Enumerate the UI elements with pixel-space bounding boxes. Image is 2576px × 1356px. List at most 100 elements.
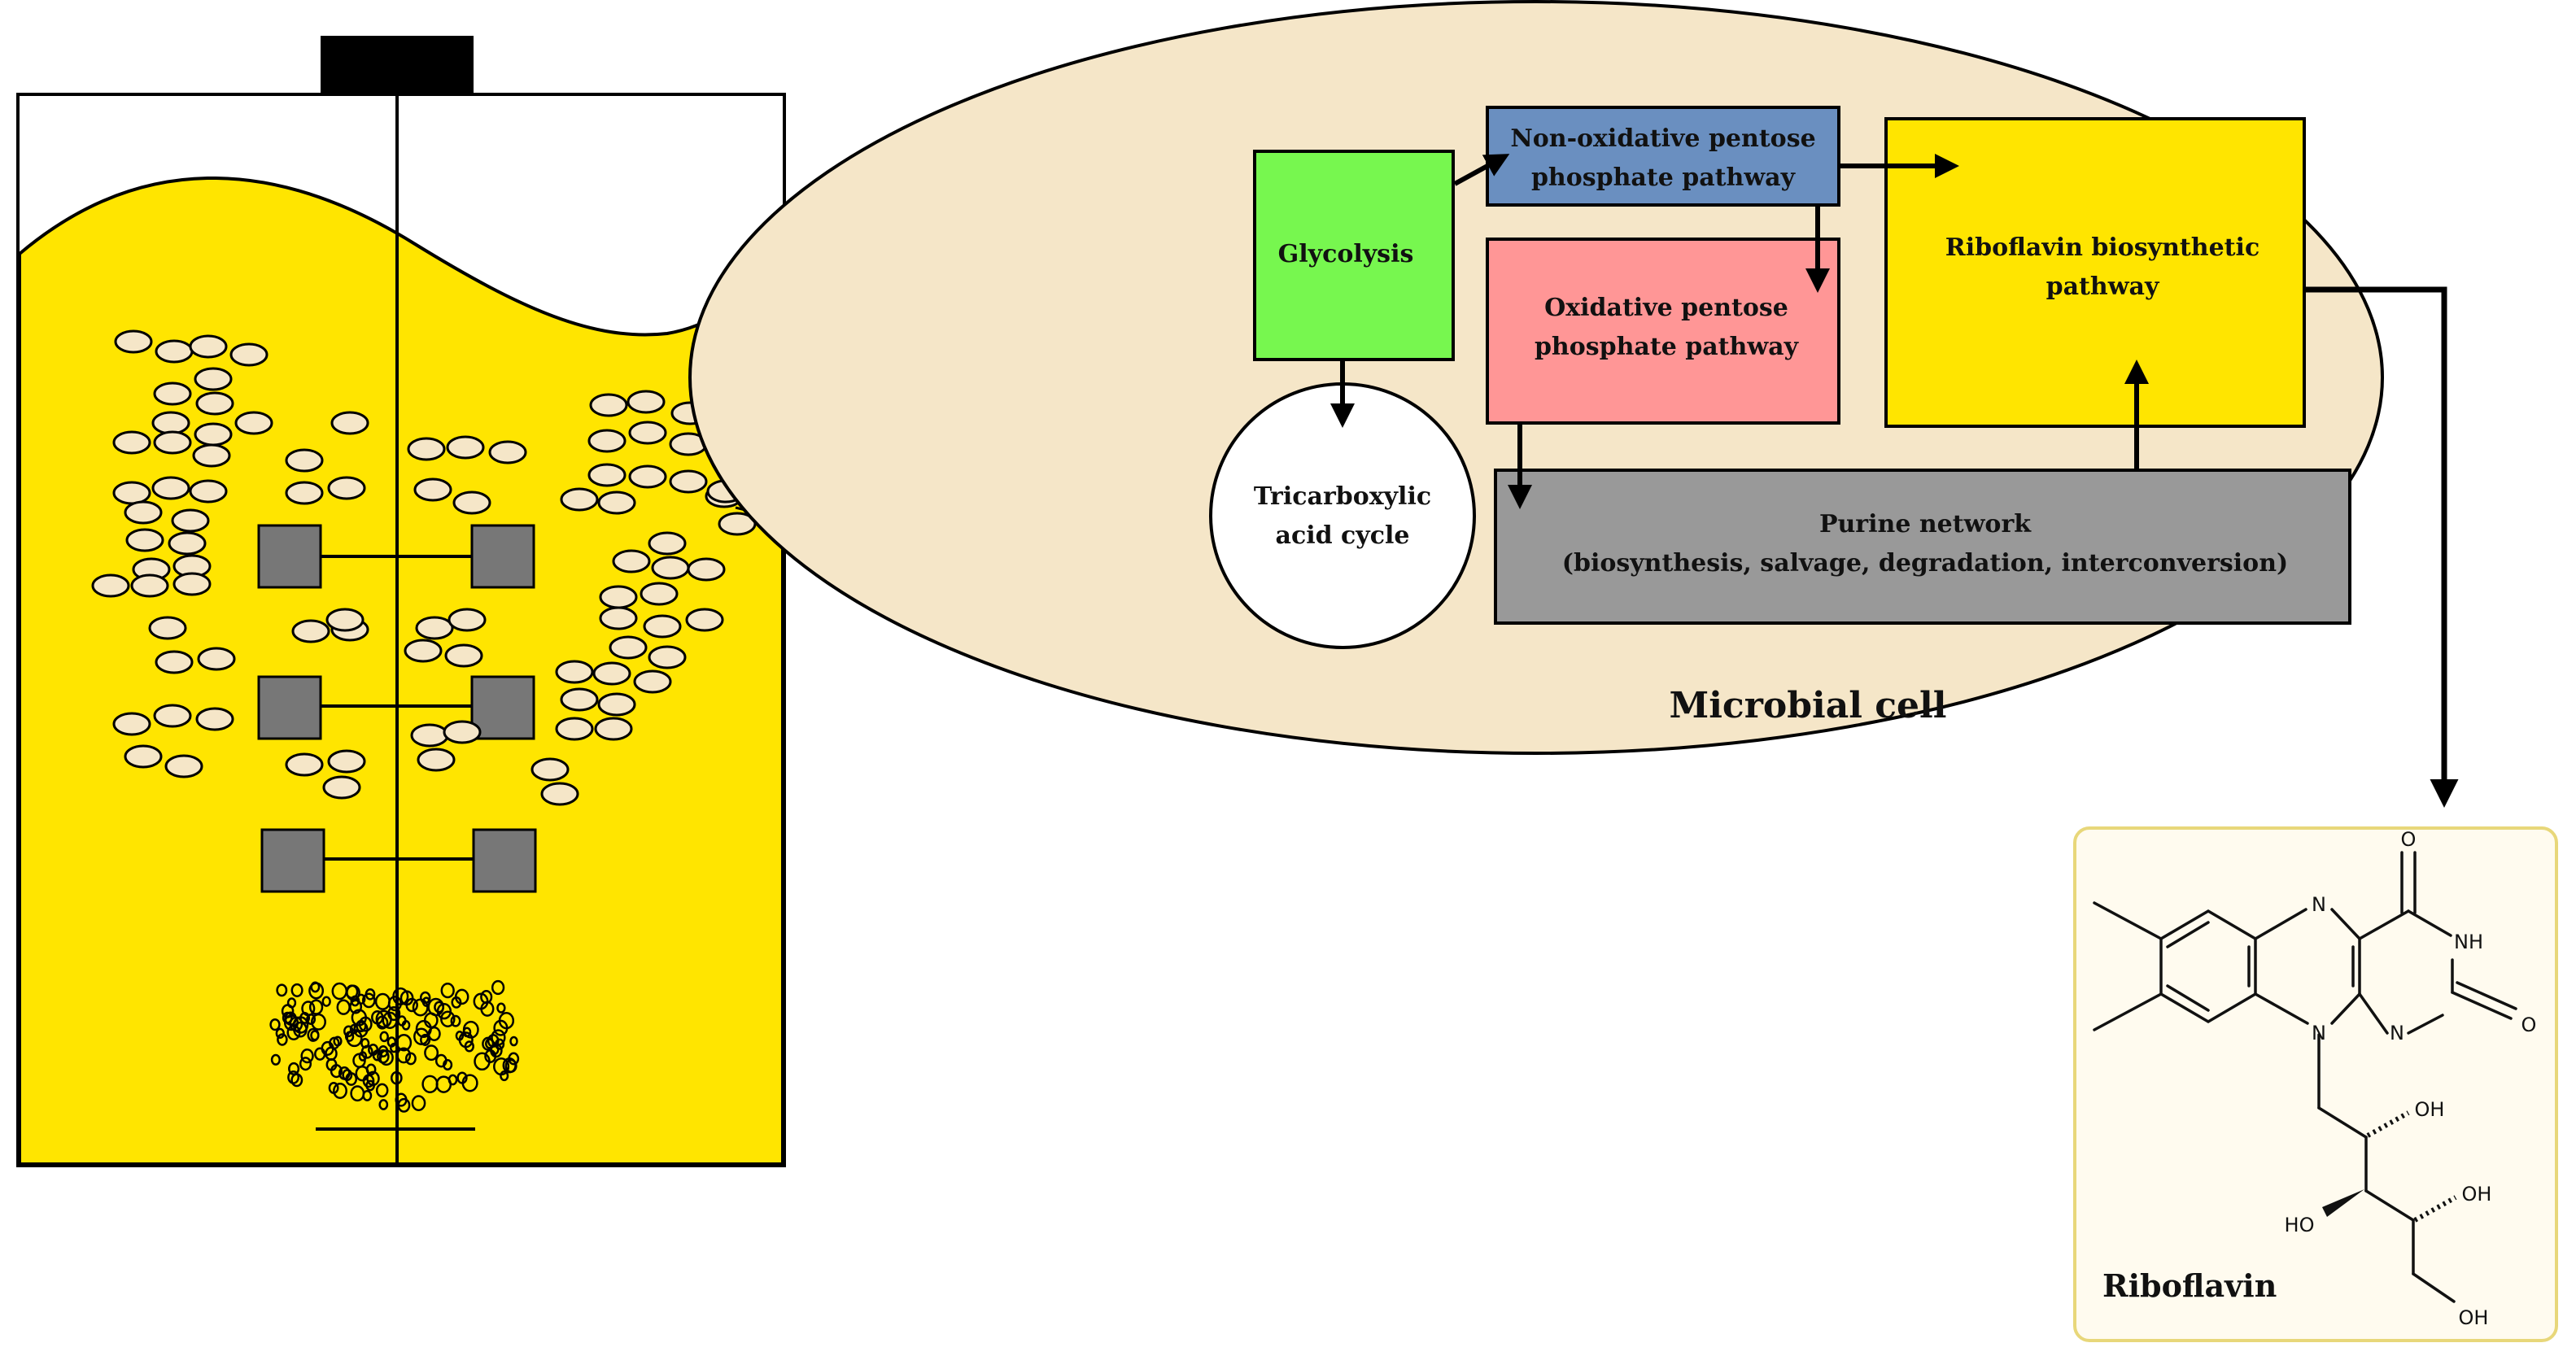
impeller-blade (257, 675, 322, 740)
microbial-cell-particle (599, 606, 638, 630)
microbial-cell-particle (587, 463, 627, 487)
air-bubble (491, 979, 505, 996)
microbial-cell-particle (112, 712, 151, 736)
air-bubble (395, 1033, 413, 1052)
microbial-cell-particle (168, 531, 207, 556)
microbial-cell-particle (560, 487, 599, 512)
microbial-cell-particle (627, 390, 666, 414)
atom-nh: NH (2454, 931, 2483, 953)
cell-title: Microbial cell (1670, 685, 1947, 726)
microbial-cell-particle (669, 469, 708, 494)
air-bubble (440, 1010, 456, 1027)
microbial-cells (91, 329, 757, 806)
air-bubble (480, 990, 493, 1005)
air-bubble (283, 1014, 299, 1031)
air-bubble (299, 1057, 312, 1071)
air-bubble (379, 1031, 389, 1043)
air-bubble (435, 1075, 452, 1093)
microbial-cell-particle (91, 573, 130, 598)
microbial-cell-particle (560, 687, 599, 712)
microbial-cell-particle (643, 614, 682, 639)
air-bubble (397, 1015, 407, 1027)
atom-n-central: N (2312, 1022, 2326, 1044)
microbial-cell-particle (628, 464, 667, 489)
microbial-cell-particle (197, 647, 236, 671)
air-bubble (330, 1064, 343, 1079)
atom-oh-2: OH (2462, 1183, 2492, 1206)
microbial-cell-particle (130, 573, 169, 598)
microbial-cell-particle (148, 616, 187, 640)
microbial-cell-particle (195, 707, 234, 731)
microbial-cell-particle (171, 508, 210, 533)
air-bubble (375, 1083, 389, 1098)
riboflavin-structure-panel: O N NH O N N OH OH HO OH Riboflavin (2073, 826, 2558, 1342)
air-bubble (509, 1036, 518, 1047)
molecule-panel (2073, 826, 2558, 1342)
air-bubble (352, 1053, 366, 1068)
molecule-name: Riboflavin (2102, 1267, 2277, 1304)
air-bubble (333, 1036, 343, 1047)
atom-n-ring-top: N (2312, 893, 2326, 916)
air-bubble (427, 997, 444, 1017)
air-bubble (440, 982, 455, 999)
air-bubble (399, 990, 414, 1006)
microbial-cell-particle (192, 443, 231, 468)
microbial-cell-particle (112, 481, 151, 505)
air-bubble (396, 1047, 412, 1064)
air-bubble (276, 983, 288, 997)
impeller-blade (257, 524, 322, 589)
microbial-cell-particle (189, 479, 228, 504)
air-bubble (474, 1052, 491, 1071)
air-bubble (288, 1062, 300, 1075)
impeller-blade (472, 828, 537, 893)
microbial-cell-particle (285, 752, 324, 777)
air-bubble (502, 1057, 517, 1074)
air-bubble (269, 1018, 281, 1031)
microbial-cell-particle (155, 650, 194, 674)
microbial-cell-particle (153, 704, 192, 728)
air-bubble (346, 984, 360, 1001)
air-bubble (415, 1019, 432, 1038)
microbial-cell-particle (325, 608, 365, 632)
arrow-glycolysis-to-non-oxidative (1453, 154, 1510, 186)
microbial-cell-particle (415, 616, 454, 640)
bioreactor (16, 36, 786, 1167)
atom-oh-4: OH (2459, 1306, 2489, 1329)
microbial-cell-particle (594, 717, 633, 741)
tca-cycle-label-2: acid cycle (1276, 521, 1410, 550)
air-bubble (500, 1070, 509, 1082)
microbial-cell-particle (599, 585, 638, 609)
air-bubble (300, 1048, 314, 1064)
microbial-cell-particle (124, 744, 163, 769)
air-bubble (275, 1027, 285, 1040)
microbial-cell-particle (124, 500, 163, 525)
non-oxidative-ppp-label-1: Non-oxidative pentose (1510, 124, 1815, 153)
microbial-cell-particle (285, 448, 324, 473)
microbial-cell-particle (597, 491, 636, 515)
riboflavin-pathway-label-2: pathway (2046, 273, 2160, 301)
microbial-cell-particle (155, 339, 194, 364)
purine-network-label-2: (biosynthesis, salvage, degradation, int… (1562, 549, 2288, 578)
microbial-cell-particle (609, 635, 648, 660)
air-bubble (436, 1003, 452, 1020)
air-bubble (378, 1099, 389, 1110)
microbial-cell-particle (322, 775, 361, 800)
air-bubble (443, 1058, 453, 1071)
riboflavin-pathway-label-1: Riboflavin biosynthetic (1945, 233, 2259, 262)
air-bubble (389, 1042, 399, 1053)
glycolysis-label: Glycolysis (1278, 240, 1414, 268)
air-bubble (362, 1089, 373, 1101)
air-bubble (346, 1029, 363, 1048)
air-bubble (491, 1029, 506, 1046)
microbial-cell-particle (153, 382, 192, 406)
microbial-cell-particle (112, 430, 151, 455)
microbial-cell-particle (291, 619, 330, 643)
microbial-cell-particle (648, 645, 687, 669)
air-bubble (450, 1014, 461, 1027)
air-bubble (404, 1052, 417, 1066)
stereo-bond-wedge (2322, 1189, 2364, 1217)
air-bubble (462, 1027, 472, 1038)
air-bubble (493, 1057, 510, 1076)
microbial-cell-particle (404, 639, 443, 663)
